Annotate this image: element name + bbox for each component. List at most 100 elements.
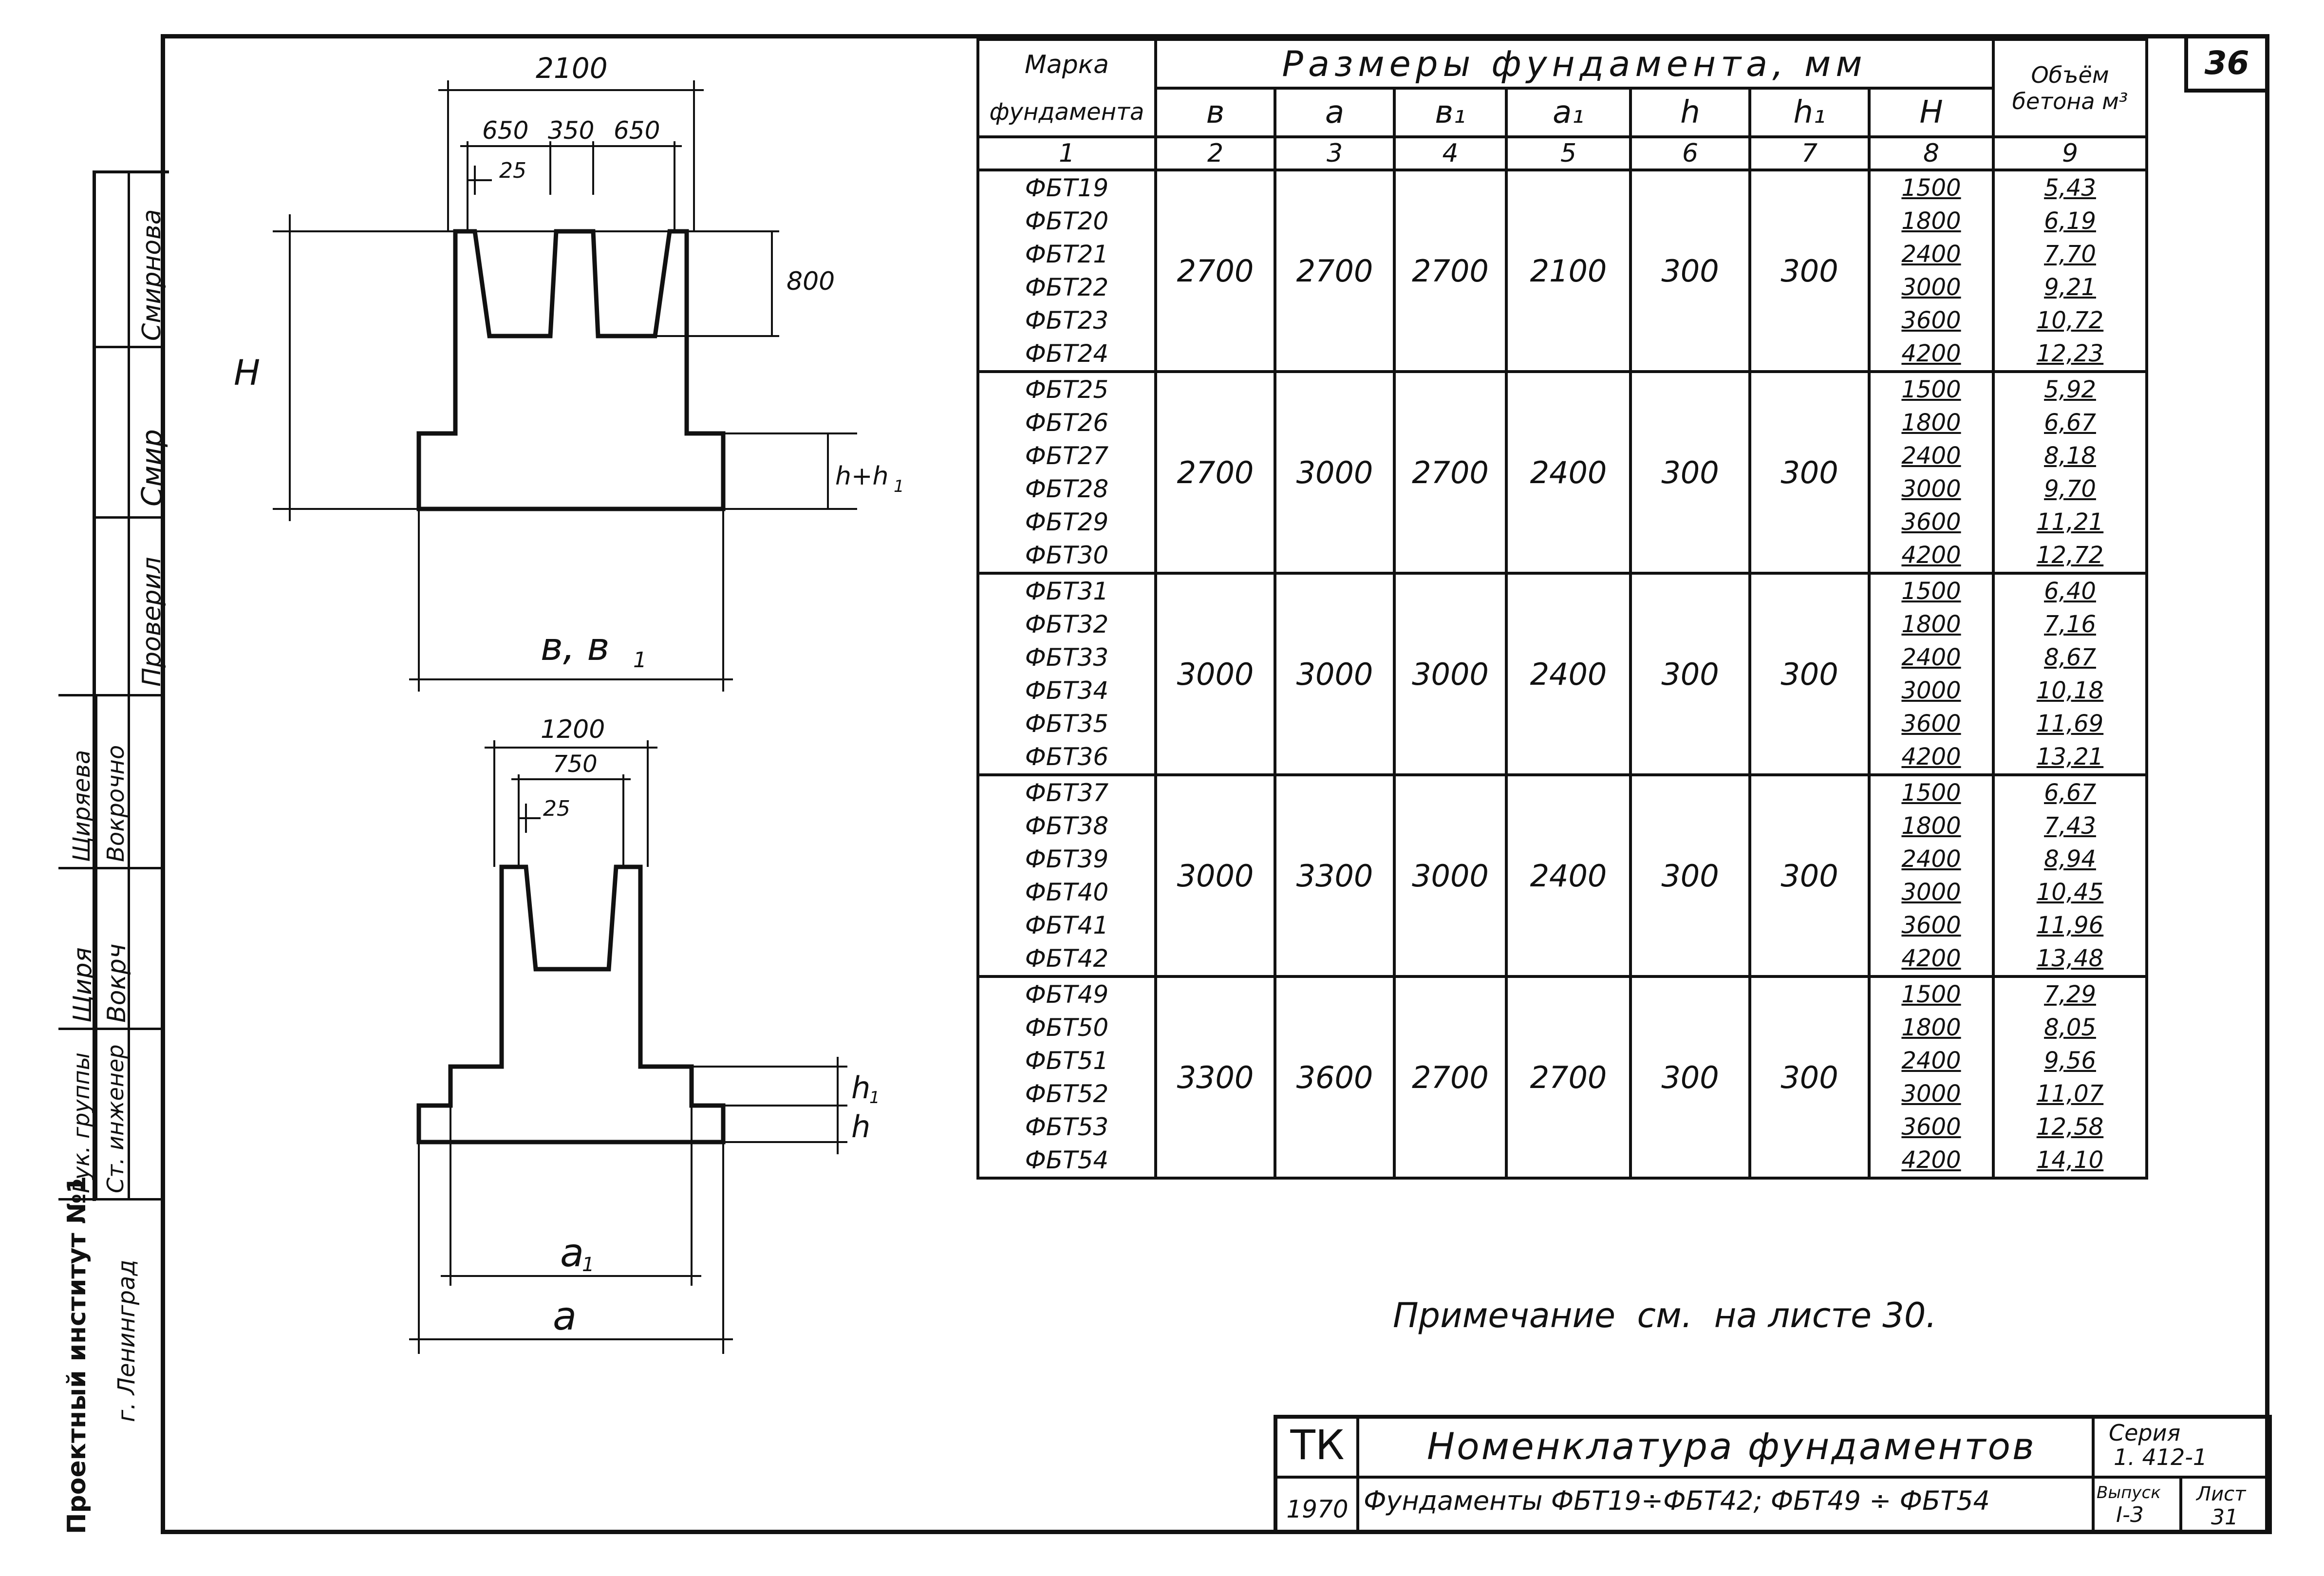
height-H: 1800 bbox=[1868, 809, 1995, 843]
header-h1: h₁ bbox=[1748, 87, 1871, 138]
issue-label: Выпуск bbox=[2097, 1483, 2161, 1502]
concrete-volume: 13,48 bbox=[1992, 942, 2148, 978]
dim-a1: 2400 bbox=[1505, 572, 1632, 776]
concrete-volume: 6,40 bbox=[1992, 573, 2148, 608]
dim-b1: 2700 bbox=[1393, 975, 1508, 1180]
label-width-b-subscript: 1 bbox=[633, 648, 647, 673]
height-H: 3600 bbox=[1868, 707, 1995, 740]
dim-b: 3000 bbox=[1154, 773, 1276, 978]
height-H: 3600 bbox=[1868, 304, 1995, 337]
header-b: в bbox=[1154, 87, 1276, 138]
concrete-volume: 6,19 bbox=[1992, 205, 2148, 238]
dim-b1: 2700 bbox=[1393, 370, 1508, 575]
header-b1: в₁ bbox=[1393, 87, 1508, 138]
concrete-volume: 7,16 bbox=[1992, 608, 2148, 641]
height-H: 1500 bbox=[1868, 976, 1995, 1011]
height-H: 2400 bbox=[1868, 1044, 1995, 1077]
foundation-mark: ФБТ28 bbox=[976, 472, 1157, 506]
concrete-volume: 11,07 bbox=[1992, 1077, 2148, 1110]
foundation-mark: ФБТ35 bbox=[976, 707, 1157, 740]
title-block bbox=[1274, 1415, 2272, 1534]
dim-a: 3300 bbox=[1274, 773, 1396, 978]
dim-h1: 300 bbox=[1748, 572, 1871, 776]
foundation-mark: ФБТ32 bbox=[976, 608, 1157, 641]
concrete-volume: 6,67 bbox=[1992, 775, 2148, 809]
concrete-volume: 7,70 bbox=[1992, 238, 2148, 271]
concrete-volume: 10,45 bbox=[1992, 876, 2148, 909]
stamp-checked-label: Проверил bbox=[137, 557, 167, 687]
header-H: H bbox=[1868, 87, 1995, 138]
dim-part-left: 650 bbox=[482, 116, 528, 145]
foundation-mark: ФБТ52 bbox=[976, 1077, 1157, 1110]
concrete-volume: 8,94 bbox=[1992, 843, 2148, 876]
foundation-mark: ФБТ38 bbox=[976, 809, 1157, 843]
col-number: 2 bbox=[1154, 135, 1276, 171]
label-a: a bbox=[553, 1294, 577, 1339]
foundation-mark: ФБТ29 bbox=[976, 506, 1157, 539]
stamp-city: г. Ленинград bbox=[113, 1259, 140, 1422]
concrete-volume: 11,21 bbox=[1992, 506, 2148, 539]
sheet-label: Лист bbox=[2196, 1483, 2246, 1505]
concrete-volume: 10,18 bbox=[1992, 674, 2148, 707]
col-number: 4 bbox=[1393, 135, 1508, 171]
foundation-mark: ФБТ21 bbox=[976, 238, 1157, 271]
sheet-value: 31 bbox=[2211, 1505, 2238, 1530]
foundation-mark: ФБТ20 bbox=[976, 205, 1157, 238]
foundation-table: Марка Размеры фундамента, мм Объём бетон… bbox=[976, 38, 2148, 1180]
height-H: 3000 bbox=[1868, 1077, 1995, 1110]
foundation-mark: ФБТ42 bbox=[976, 942, 1157, 978]
header-mark: Марка bbox=[976, 38, 1157, 88]
header-mark-foundation: фундамента bbox=[976, 88, 1157, 138]
foundation-mark: ФБТ31 bbox=[976, 573, 1157, 608]
title-block-divider bbox=[2092, 1415, 2095, 1534]
dim-part-right: 650 bbox=[614, 116, 660, 145]
year: 1970 bbox=[1286, 1495, 1349, 1523]
dim-h1: 300 bbox=[1748, 370, 1871, 575]
foundation-mark: ФБТ26 bbox=[976, 406, 1157, 439]
dim-b: 3300 bbox=[1154, 975, 1276, 1180]
stamp-name-smirnova: Смирнова bbox=[137, 209, 167, 341]
header-volume: Объём бетона м³ bbox=[1992, 38, 2148, 138]
height-H: 1500 bbox=[1868, 573, 1995, 608]
concrete-volume: 12,23 bbox=[1992, 337, 2148, 373]
sheet-subtitle: Фундаменты ФБТ19÷ФБТ42; ФБТ49 ÷ ФБТ54 bbox=[1364, 1485, 1990, 1516]
concrete-volume: 8,05 bbox=[1992, 1011, 2148, 1044]
side-stamp-divider bbox=[58, 867, 161, 869]
sheet-title: Номенклатура фундаментов bbox=[1427, 1425, 2036, 1468]
foundation-mark: ФБТ30 bbox=[976, 539, 1157, 575]
stamp-name-shchiryaeva: Щиряева bbox=[68, 750, 95, 862]
dim-b1: 3000 bbox=[1393, 572, 1508, 776]
side-stamp-divider bbox=[58, 1198, 161, 1201]
dim-b: 2700 bbox=[1154, 370, 1276, 575]
title-block-divider bbox=[1356, 1415, 1359, 1534]
foundation-mark: ФБТ54 bbox=[976, 1144, 1157, 1180]
label-a1-subscript: 1 bbox=[582, 1254, 594, 1276]
height-H: 3000 bbox=[1868, 271, 1995, 304]
height-H: 4200 bbox=[1868, 1144, 1995, 1180]
height-H: 4200 bbox=[1868, 337, 1995, 373]
dim-small-offset: 25 bbox=[499, 158, 526, 183]
foundation-mark: ФБТ33 bbox=[976, 641, 1157, 674]
header-dimensions: Размеры фундамента, мм bbox=[1154, 38, 1995, 90]
foundation-mark: ФБТ51 bbox=[976, 1044, 1157, 1077]
side-stamp-divider bbox=[128, 170, 130, 1198]
foundation-mark: ФБТ22 bbox=[976, 271, 1157, 304]
height-H: 3600 bbox=[1868, 506, 1995, 539]
concrete-volume: 9,56 bbox=[1992, 1044, 2148, 1077]
dim-side-mid: 750 bbox=[553, 750, 598, 778]
dim-h: 300 bbox=[1629, 572, 1751, 776]
label-h: h bbox=[851, 1109, 870, 1144]
height-H: 1800 bbox=[1868, 205, 1995, 238]
col-number: 5 bbox=[1505, 135, 1632, 171]
